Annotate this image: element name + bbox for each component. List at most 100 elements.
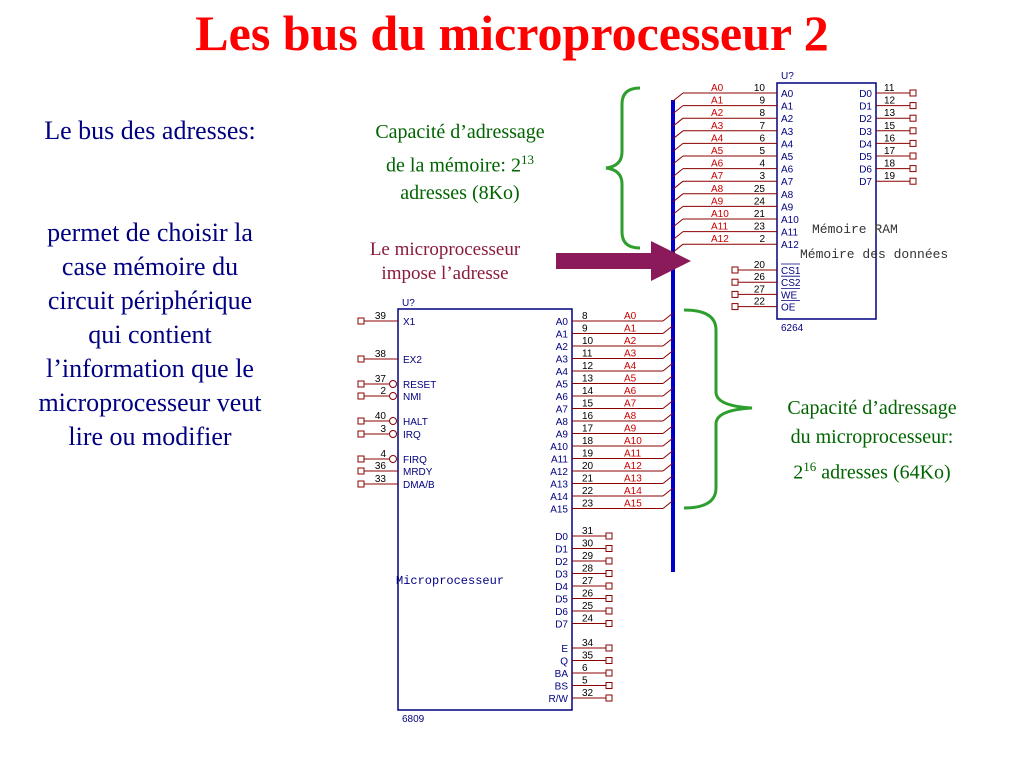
bus-entry — [662, 387, 674, 397]
bus-entry — [662, 437, 674, 447]
cpu-net-label: A3 — [624, 349, 637, 360]
ram-pin-name: A11 — [781, 228, 798, 239]
pin-terminal — [357, 467, 365, 475]
bus-entry — [662, 475, 674, 484]
pin-terminal — [357, 392, 365, 400]
ram-control-pin-number: 27 — [754, 284, 766, 295]
pin-terminal — [731, 266, 739, 274]
cpu-data-pin-name: D4 — [555, 582, 568, 593]
ram-pin-name: A8 — [781, 190, 794, 201]
bus-entry — [672, 155, 684, 165]
ram-ref: U? — [781, 71, 794, 82]
ram-control-pin-name: WE — [781, 290, 797, 301]
pin-terminal — [605, 557, 613, 565]
pin-terminal — [357, 417, 365, 425]
ram-pin-number: 21 — [754, 209, 766, 220]
ram-net-label: A2 — [711, 108, 724, 119]
cpu-left-pin-name: IRQ — [403, 430, 421, 441]
ram-net-label: A4 — [711, 133, 724, 144]
inversion-bubble — [389, 417, 397, 425]
ram-pin-number: 24 — [754, 196, 766, 207]
ram-control-pin-name: CS1 — [781, 266, 801, 277]
impose-address-note: Le microprocesseur impose l’adresse — [330, 238, 560, 286]
cpu-pin-name: A11 — [551, 455, 568, 466]
ram-data-pin-name: D0 — [859, 89, 872, 100]
ram-data-pin-name: D2 — [859, 114, 872, 125]
cpu-left-pin-number: 3 — [380, 424, 386, 435]
inversion-bubble — [389, 455, 397, 463]
cpu-control-pin-name: BA — [555, 669, 569, 680]
ram-capacity-line3: adresses (8Ko) — [400, 181, 520, 204]
cpu-pin-name: A4 — [556, 367, 569, 378]
cpu-chip — [397, 308, 573, 711]
cpu-net-label: A4 — [624, 361, 637, 372]
cpu-pin-number: 13 — [582, 374, 594, 385]
ram-pin-number: 25 — [754, 184, 766, 195]
ram-net-label: A3 — [711, 121, 724, 132]
cpu-data-pin-name: D0 — [555, 532, 568, 543]
pin-terminal — [357, 455, 365, 463]
bus-entry — [662, 400, 674, 409]
ram-pin-number: 10 — [754, 83, 766, 94]
cpu-pin-name: A14 — [550, 492, 568, 503]
pin-terminal — [909, 127, 917, 135]
cpu-net-label: A6 — [624, 386, 637, 397]
bus-entry — [672, 231, 684, 240]
cpu-pin-name: A3 — [556, 355, 569, 366]
cpu-data-pin-name: D2 — [555, 557, 568, 568]
cpu-left-pin-number: 38 — [375, 349, 387, 360]
pin-terminal — [731, 290, 739, 298]
bus-entry — [672, 117, 684, 127]
cpu-control-pin-number: 35 — [582, 651, 594, 662]
pin-terminal — [909, 165, 917, 173]
cpu-pin-number: 9 — [582, 324, 588, 335]
ram-net-label: A6 — [711, 159, 724, 170]
bus-entry — [662, 412, 674, 422]
cpu-data-pin-number: 31 — [582, 526, 594, 537]
ram-pin-name: A0 — [781, 89, 794, 100]
bus-entry — [662, 312, 674, 322]
cpu-control-pin-name: E — [561, 644, 568, 655]
cpu-range-brace — [683, 308, 753, 510]
cpu-part-number: 6809 — [402, 714, 425, 725]
cpu-pin-name: A8 — [556, 417, 569, 428]
pin-terminal — [357, 380, 365, 388]
ram-data-pin-name: D5 — [859, 152, 872, 163]
ram-pin-number: 6 — [759, 133, 765, 144]
ram-range-brace — [605, 86, 641, 250]
bus-entry — [662, 425, 674, 434]
ram-pin-name: A1 — [781, 102, 794, 113]
cpu-net-label: A10 — [624, 436, 642, 447]
cpu-pin-number: 8 — [582, 311, 588, 322]
cpu-pin-name: A13 — [550, 480, 568, 491]
pin-terminal — [605, 607, 613, 615]
ram-pin-number: 2 — [759, 234, 765, 245]
ram-capacity-line2: de la mémoire: 2 — [386, 154, 521, 177]
cpu-pin-name: A5 — [556, 380, 569, 391]
cpu-control-pin-number: 32 — [582, 688, 594, 699]
ram-pin-name: A9 — [781, 202, 794, 213]
cpu-control-pin-name: BS — [555, 682, 569, 693]
ram-data-pin-number: 17 — [884, 146, 896, 157]
cpu-net-label: A2 — [624, 336, 637, 347]
pin-terminal — [357, 317, 365, 325]
cpu-data-pin-name: D5 — [555, 595, 568, 606]
cpu-data-pin-number: 24 — [582, 614, 594, 625]
ram-pin-number: 9 — [759, 96, 765, 107]
cpu-pin-number: 23 — [582, 499, 594, 510]
cpu-pin-number: 19 — [582, 449, 594, 460]
cpu-data-pin-name: D3 — [555, 570, 568, 581]
ram-data-pin-name: D1 — [859, 102, 872, 113]
ram-data-pin-name: D3 — [859, 127, 872, 138]
cpu-left-pin-name: RESET — [403, 380, 436, 391]
cpu-left-pin-number: 40 — [375, 411, 387, 422]
pin-terminal — [909, 114, 917, 122]
bus-entry — [662, 375, 674, 384]
cpu-left-pin-number: 39 — [375, 311, 387, 322]
cpu-pin-number: 14 — [582, 386, 594, 397]
ram-control-pin-number: 22 — [754, 297, 766, 308]
cpu-left-pin-name: DMA/B — [403, 480, 435, 491]
cpu-net-label: A13 — [624, 474, 642, 485]
pin-terminal — [357, 355, 365, 363]
ram-pin-number: 8 — [759, 108, 765, 119]
